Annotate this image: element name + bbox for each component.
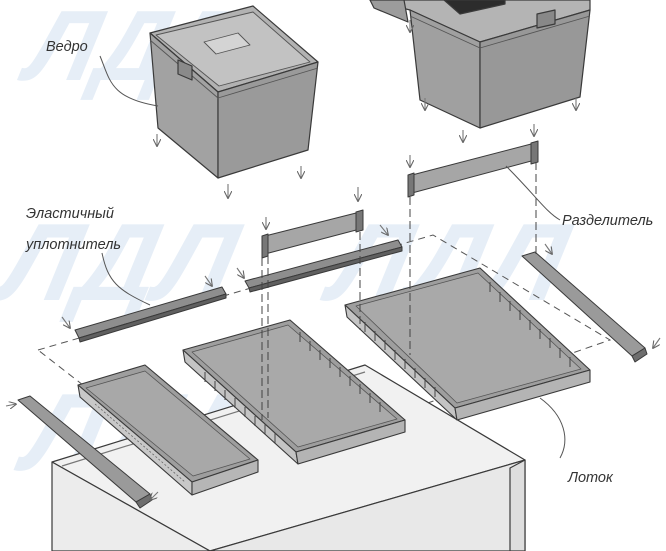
tray-right bbox=[344, 267, 591, 421]
label-tray: Лоток bbox=[568, 470, 613, 486]
divider-middle bbox=[261, 209, 364, 259]
leader-lines bbox=[99, 55, 566, 459]
label-seal-line1: Эластичный bbox=[26, 206, 114, 222]
seal-strip-left bbox=[74, 286, 227, 343]
bucket-left bbox=[149, 5, 319, 179]
tray-middle bbox=[182, 319, 406, 465]
label-divider: Разделитель bbox=[562, 213, 654, 229]
leader-bucket bbox=[99, 55, 159, 107]
bucket-right bbox=[369, 0, 591, 129]
divider-right bbox=[407, 140, 539, 198]
drop-arrows bbox=[5, 20, 661, 500]
label-bucket: Ведро bbox=[46, 39, 88, 55]
seal-strip-middle bbox=[244, 239, 403, 293]
leader-divider bbox=[505, 165, 561, 221]
leader-seal bbox=[101, 252, 151, 306]
seal-strip-right-rail bbox=[521, 251, 648, 363]
leader-tray bbox=[539, 397, 566, 459]
tray-left bbox=[77, 364, 259, 496]
guide-lines bbox=[261, 162, 537, 420]
label-seal-line2: уплотнитель bbox=[26, 237, 122, 253]
